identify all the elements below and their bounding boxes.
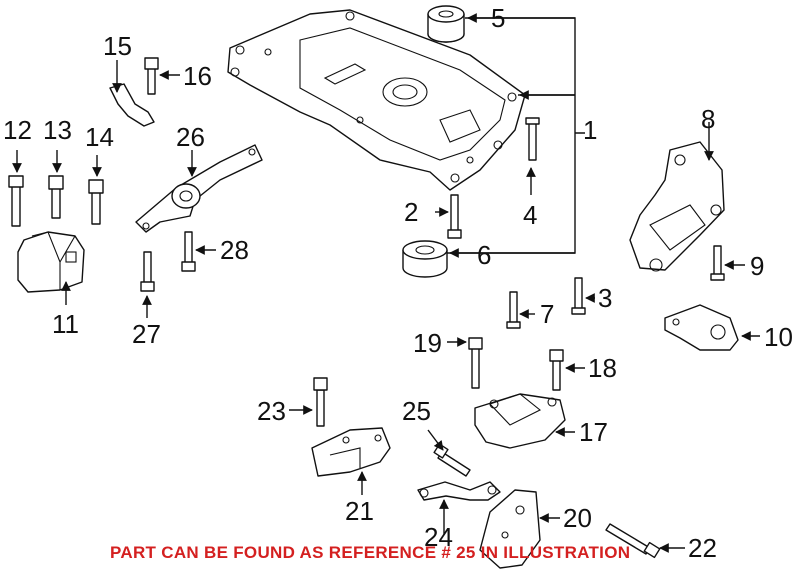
callout-21: 21 xyxy=(345,496,374,526)
callout-15: 15 xyxy=(103,31,132,61)
callout-2: 2 xyxy=(404,197,418,227)
callout-23: 23 xyxy=(257,396,286,426)
engine-mount-11-part xyxy=(17,231,85,293)
callout-27: 27 xyxy=(132,319,161,349)
bolt-9-part xyxy=(710,245,725,281)
mount-bracket-10-part xyxy=(664,304,739,351)
bolt-18-part xyxy=(549,349,564,391)
bolt-2-part xyxy=(447,194,462,239)
bushing-lower-part xyxy=(402,240,448,278)
mount-21-part xyxy=(311,427,391,477)
bolt-23-part xyxy=(313,377,328,427)
bushing-upper-part xyxy=(427,5,465,43)
callout-4: 4 xyxy=(523,200,537,230)
callout-8: 8 xyxy=(701,104,715,134)
transmission-mount-17-part xyxy=(474,393,566,449)
callout-17: 17 xyxy=(579,417,608,447)
callout-22: 22 xyxy=(688,533,717,563)
callout-13: 13 xyxy=(43,115,72,145)
callout-12: 12 xyxy=(3,115,32,145)
bolt-13-part xyxy=(48,175,64,219)
bolt-19-part xyxy=(468,337,483,389)
callout-20: 20 xyxy=(563,503,592,533)
callout-1: 1 xyxy=(583,115,597,145)
bolt-7-part xyxy=(506,291,521,329)
callout-14: 14 xyxy=(85,122,114,152)
bolt-22-part xyxy=(605,523,661,559)
bolt-4-part xyxy=(525,117,540,161)
callout-11: 11 xyxy=(52,309,79,339)
callout-25: 25 xyxy=(402,396,431,426)
reference-note: PART CAN BE FOUND AS REFERENCE # 25 IN I… xyxy=(110,543,631,562)
callout-10: 10 xyxy=(764,322,793,352)
bolt-28-part xyxy=(181,231,196,272)
callout-5: 5 xyxy=(491,3,505,33)
bolt-25-part xyxy=(433,443,471,477)
bracket-15-part xyxy=(109,83,155,127)
callout-28: 28 xyxy=(220,235,249,265)
callout-9: 9 xyxy=(750,251,764,281)
callout-3: 3 xyxy=(598,283,612,313)
bolt-14-part xyxy=(88,179,104,225)
callout-16: 16 xyxy=(183,61,212,91)
bracket-8-part xyxy=(629,141,725,272)
subframe-part xyxy=(227,9,526,191)
bolt-27-part xyxy=(140,251,155,292)
bolt-12-part xyxy=(8,175,24,227)
bolt-16-part xyxy=(144,57,159,95)
callout-6: 6 xyxy=(477,240,491,270)
bracket-20-part xyxy=(479,489,541,569)
bolt-3-part xyxy=(571,277,586,315)
torque-arm-26-part xyxy=(135,144,263,233)
callout-24: 24 xyxy=(424,522,453,552)
callout-19: 19 xyxy=(413,328,442,358)
arm-24-part xyxy=(417,481,501,501)
callout-7: 7 xyxy=(540,299,554,329)
callout-18: 18 xyxy=(588,353,617,383)
callout-26: 26 xyxy=(176,122,205,152)
